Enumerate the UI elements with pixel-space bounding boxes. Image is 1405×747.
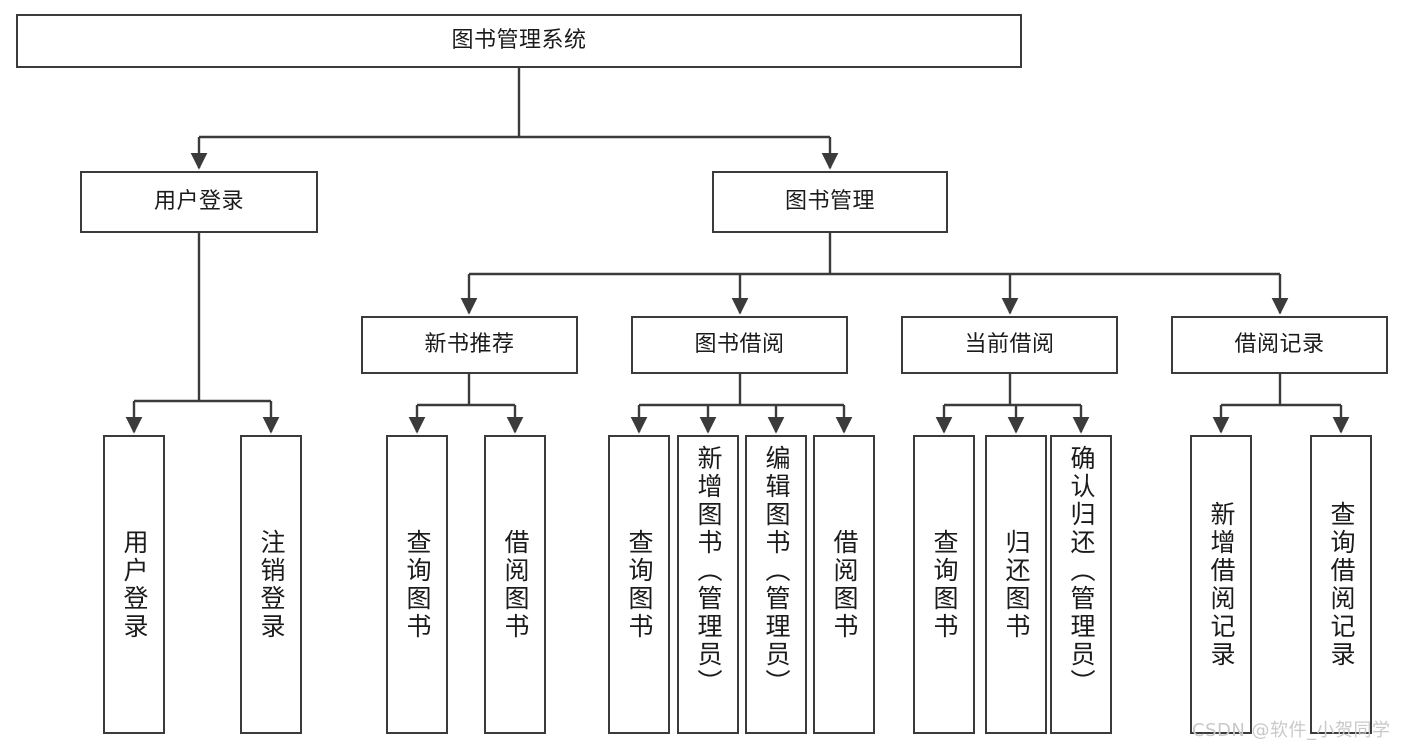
node-label: 用户登录 (153, 188, 244, 214)
node-label: 注销登录 (257, 528, 286, 641)
node-label: 借阅图书 (830, 528, 859, 641)
node-label: 用户登录 (120, 528, 149, 641)
node-leaf-confirm-return-admin[interactable]: 确认归还（管理员） (1050, 435, 1112, 734)
node-label: 新增借阅记录 (1207, 500, 1236, 669)
node-leaf-query-borrow-record[interactable]: 查询借阅记录 (1310, 435, 1372, 734)
node-label: 当前借阅 (964, 331, 1055, 357)
node-book-borrow[interactable]: 图书借阅 (631, 316, 848, 374)
node-book-management[interactable]: 图书管理 (712, 171, 948, 233)
node-label: 编辑图书（管理员） (762, 445, 791, 697)
node-label: 借阅记录 (1234, 331, 1325, 357)
node-label: 新书推荐 (424, 331, 515, 357)
node-label: 借阅图书 (501, 528, 530, 641)
node-leaf-borrow-book-1[interactable]: 借阅图书 (484, 435, 546, 734)
node-label: 图书借阅 (694, 331, 785, 357)
node-label: 查询图书 (625, 528, 654, 641)
node-leaf-add-borrow-record[interactable]: 新增借阅记录 (1190, 435, 1252, 734)
node-label: 查询图书 (403, 528, 432, 641)
watermark-text: CSDN @软件_小贺同学 (1192, 720, 1391, 741)
node-leaf-query-book-1[interactable]: 查询图书 (386, 435, 448, 734)
node-leaf-query-book-3[interactable]: 查询图书 (913, 435, 975, 734)
node-label: 图书管理 (784, 188, 875, 214)
node-current-borrow[interactable]: 当前借阅 (901, 316, 1118, 374)
node-leaf-borrow-book-2[interactable]: 借阅图书 (813, 435, 875, 734)
node-leaf-query-book-2[interactable]: 查询图书 (608, 435, 670, 734)
node-leaf-user-login[interactable]: 用户登录 (103, 435, 165, 734)
node-user-login[interactable]: 用户登录 (80, 171, 318, 233)
node-label: 查询图书 (930, 528, 959, 641)
node-leaf-edit-book-admin[interactable]: 编辑图书（管理员） (745, 435, 807, 734)
node-label: 新增图书（管理员） (694, 445, 723, 697)
node-label: 图书管理系统 (451, 27, 587, 53)
node-label: 归还图书 (1002, 528, 1031, 641)
node-leaf-return-book[interactable]: 归还图书 (985, 435, 1047, 734)
node-label: 确认归还（管理员） (1067, 445, 1096, 697)
node-label: 查询借阅记录 (1327, 500, 1356, 669)
node-leaf-add-book-admin[interactable]: 新增图书（管理员） (677, 435, 739, 734)
node-root-system[interactable]: 图书管理系统 (16, 14, 1022, 68)
node-leaf-user-logout[interactable]: 注销登录 (240, 435, 302, 734)
node-borrow-record[interactable]: 借阅记录 (1171, 316, 1388, 374)
node-new-book-recommend[interactable]: 新书推荐 (361, 316, 578, 374)
